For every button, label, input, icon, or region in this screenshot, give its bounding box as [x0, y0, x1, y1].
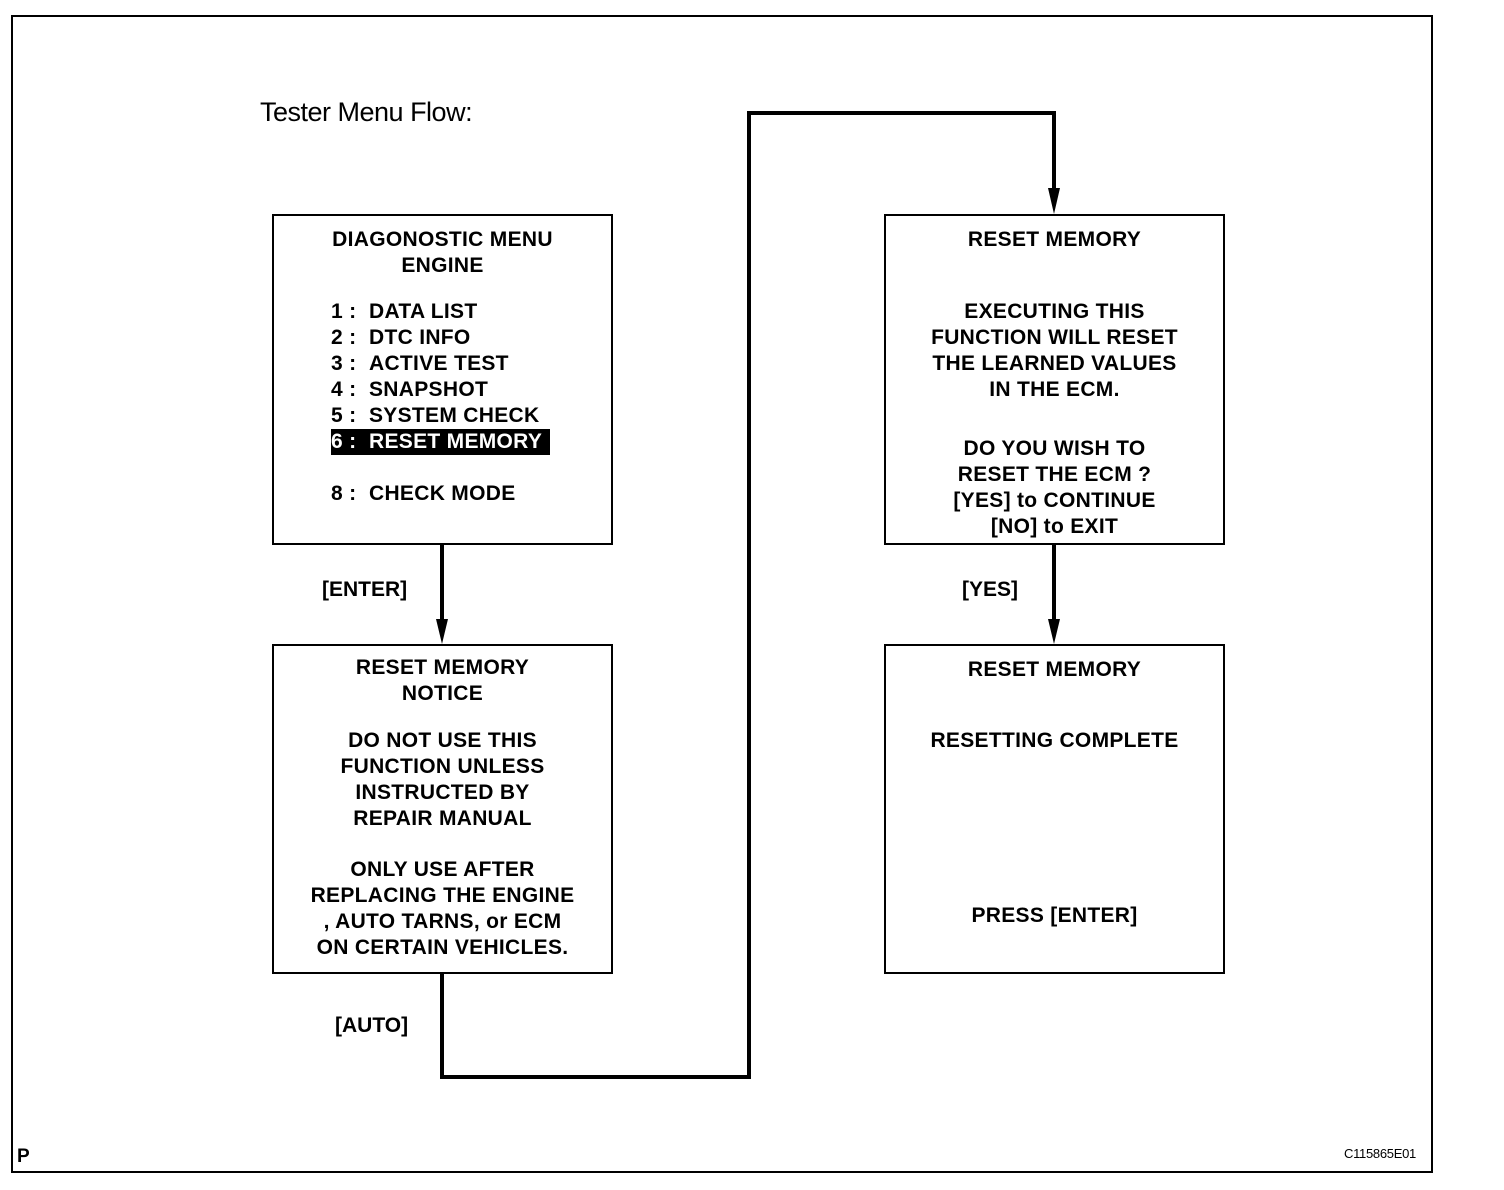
diagram-heading: Tester Menu Flow:	[260, 97, 473, 127]
menu-item-dtc-info[interactable]: 2 : DTC INFO	[331, 325, 550, 351]
menu-item-number: 1 :	[331, 300, 357, 323]
arrow-enter	[436, 544, 448, 644]
notice-line: FUNCTION UNLESS	[340, 755, 545, 778]
menu-item-label: DTC INFO	[369, 326, 471, 349]
diagnostic-menu-subtitle: ENGINE	[401, 254, 484, 277]
reset-confirm-box: RESET MEMORY EXECUTING THIS FUNCTION WIL…	[884, 214, 1225, 545]
figure-id: C115865E01	[1344, 1146, 1416, 1161]
notice-line: DO NOT USE THIS	[348, 729, 537, 752]
confirm-line: EXECUTING THIS	[964, 300, 1145, 323]
reset-notice-box: RESET MEMORY NOTICE DO NOT USE THIS FUNC…	[272, 644, 613, 974]
menu-item-number: 5 :	[331, 404, 357, 427]
menu-item-label: SNAPSHOT	[369, 378, 489, 401]
confirm-title: RESET MEMORY	[967, 228, 1142, 251]
complete-title: RESET MEMORY	[967, 658, 1142, 681]
menu-item-number: 2 :	[331, 326, 357, 349]
notice-line: REPLACING THE ENGINE	[310, 884, 575, 907]
confirm-line: THE LEARNED VALUES	[932, 352, 1177, 375]
arrow-auto	[440, 111, 1060, 1079]
menu-item-label: RESET MEMORY	[369, 430, 543, 453]
menu-item-label: SYSTEM CHECK	[369, 404, 540, 427]
confirm-line: IN THE ECM.	[989, 378, 1120, 401]
notice-title: RESET MEMORY	[355, 656, 530, 679]
menu-item-label: CHECK MODE	[369, 482, 516, 505]
menu-item-data-list[interactable]: 1 : DATA LIST	[331, 299, 550, 325]
auto-key-label: [AUTO]	[335, 1014, 409, 1037]
diagnostic-menu-title: DIAGONOSTIC MENU	[332, 228, 553, 251]
menu-item-reset-memory[interactable]: 6 : RESET MEMORY	[331, 429, 551, 455]
menu-item-number: 4 :	[331, 378, 357, 401]
diagnostic-menu-list: 1 :DATA LIST 2 :DTC INFO 3 :ACTIVE TEST …	[331, 299, 551, 507]
notice-line: ONLY USE AFTER	[350, 858, 535, 881]
confirm-yes-option: [YES] to CONTINUE	[953, 489, 1156, 512]
menu-item-check-mode[interactable]: 8 : CHECK MODE	[331, 481, 550, 507]
complete-prompt: PRESS [ENTER]	[971, 904, 1138, 927]
notice-line: REPAIR MANUAL	[353, 807, 532, 830]
menu-item-number: 8 :	[331, 482, 357, 505]
menu-item-system-check[interactable]: 5 : SYSTEM CHECK	[331, 403, 550, 429]
enter-key-label: [ENTER]	[322, 578, 408, 601]
corner-label-p: P	[17, 1146, 30, 1167]
menu-item-number: 6 :	[331, 430, 357, 453]
menu-item-label: DATA LIST	[369, 300, 478, 323]
confirm-question: DO YOU WISH TO	[963, 437, 1146, 460]
notice-line: , AUTO TARNS, or ECM	[323, 910, 562, 933]
notice-line: ON CERTAIN VEHICLES.	[316, 936, 569, 959]
complete-status: RESETTING COMPLETE	[930, 729, 1179, 752]
notice-line: INSTRUCTED BY	[355, 781, 530, 804]
figure-frame	[11, 15, 1433, 1173]
reset-complete-box: RESET MEMORY RESETTING COMPLETE PRESS [E…	[884, 644, 1225, 974]
yes-key-label: [YES]	[962, 578, 1019, 601]
menu-item-number: 3 :	[331, 352, 357, 375]
diagnostic-menu-box: DIAGONOSTIC MENU ENGINE 1 : DATA LIST 2 :…	[272, 214, 613, 545]
arrow-yes	[1048, 544, 1060, 644]
confirm-question: RESET THE ECM ?	[957, 463, 1152, 486]
menu-item-snapshot[interactable]: 4 : SNAPSHOT	[331, 377, 550, 403]
confirm-no-option: [NO] to EXIT	[990, 515, 1119, 538]
menu-item-active-test[interactable]: 3 : ACTIVE TEST	[331, 351, 550, 377]
confirm-line: FUNCTION WILL RESET	[931, 326, 1178, 349]
notice-subtitle: NOTICE	[401, 682, 484, 705]
menu-item-label: ACTIVE TEST	[369, 352, 509, 375]
menu-spacer	[331, 455, 550, 481]
